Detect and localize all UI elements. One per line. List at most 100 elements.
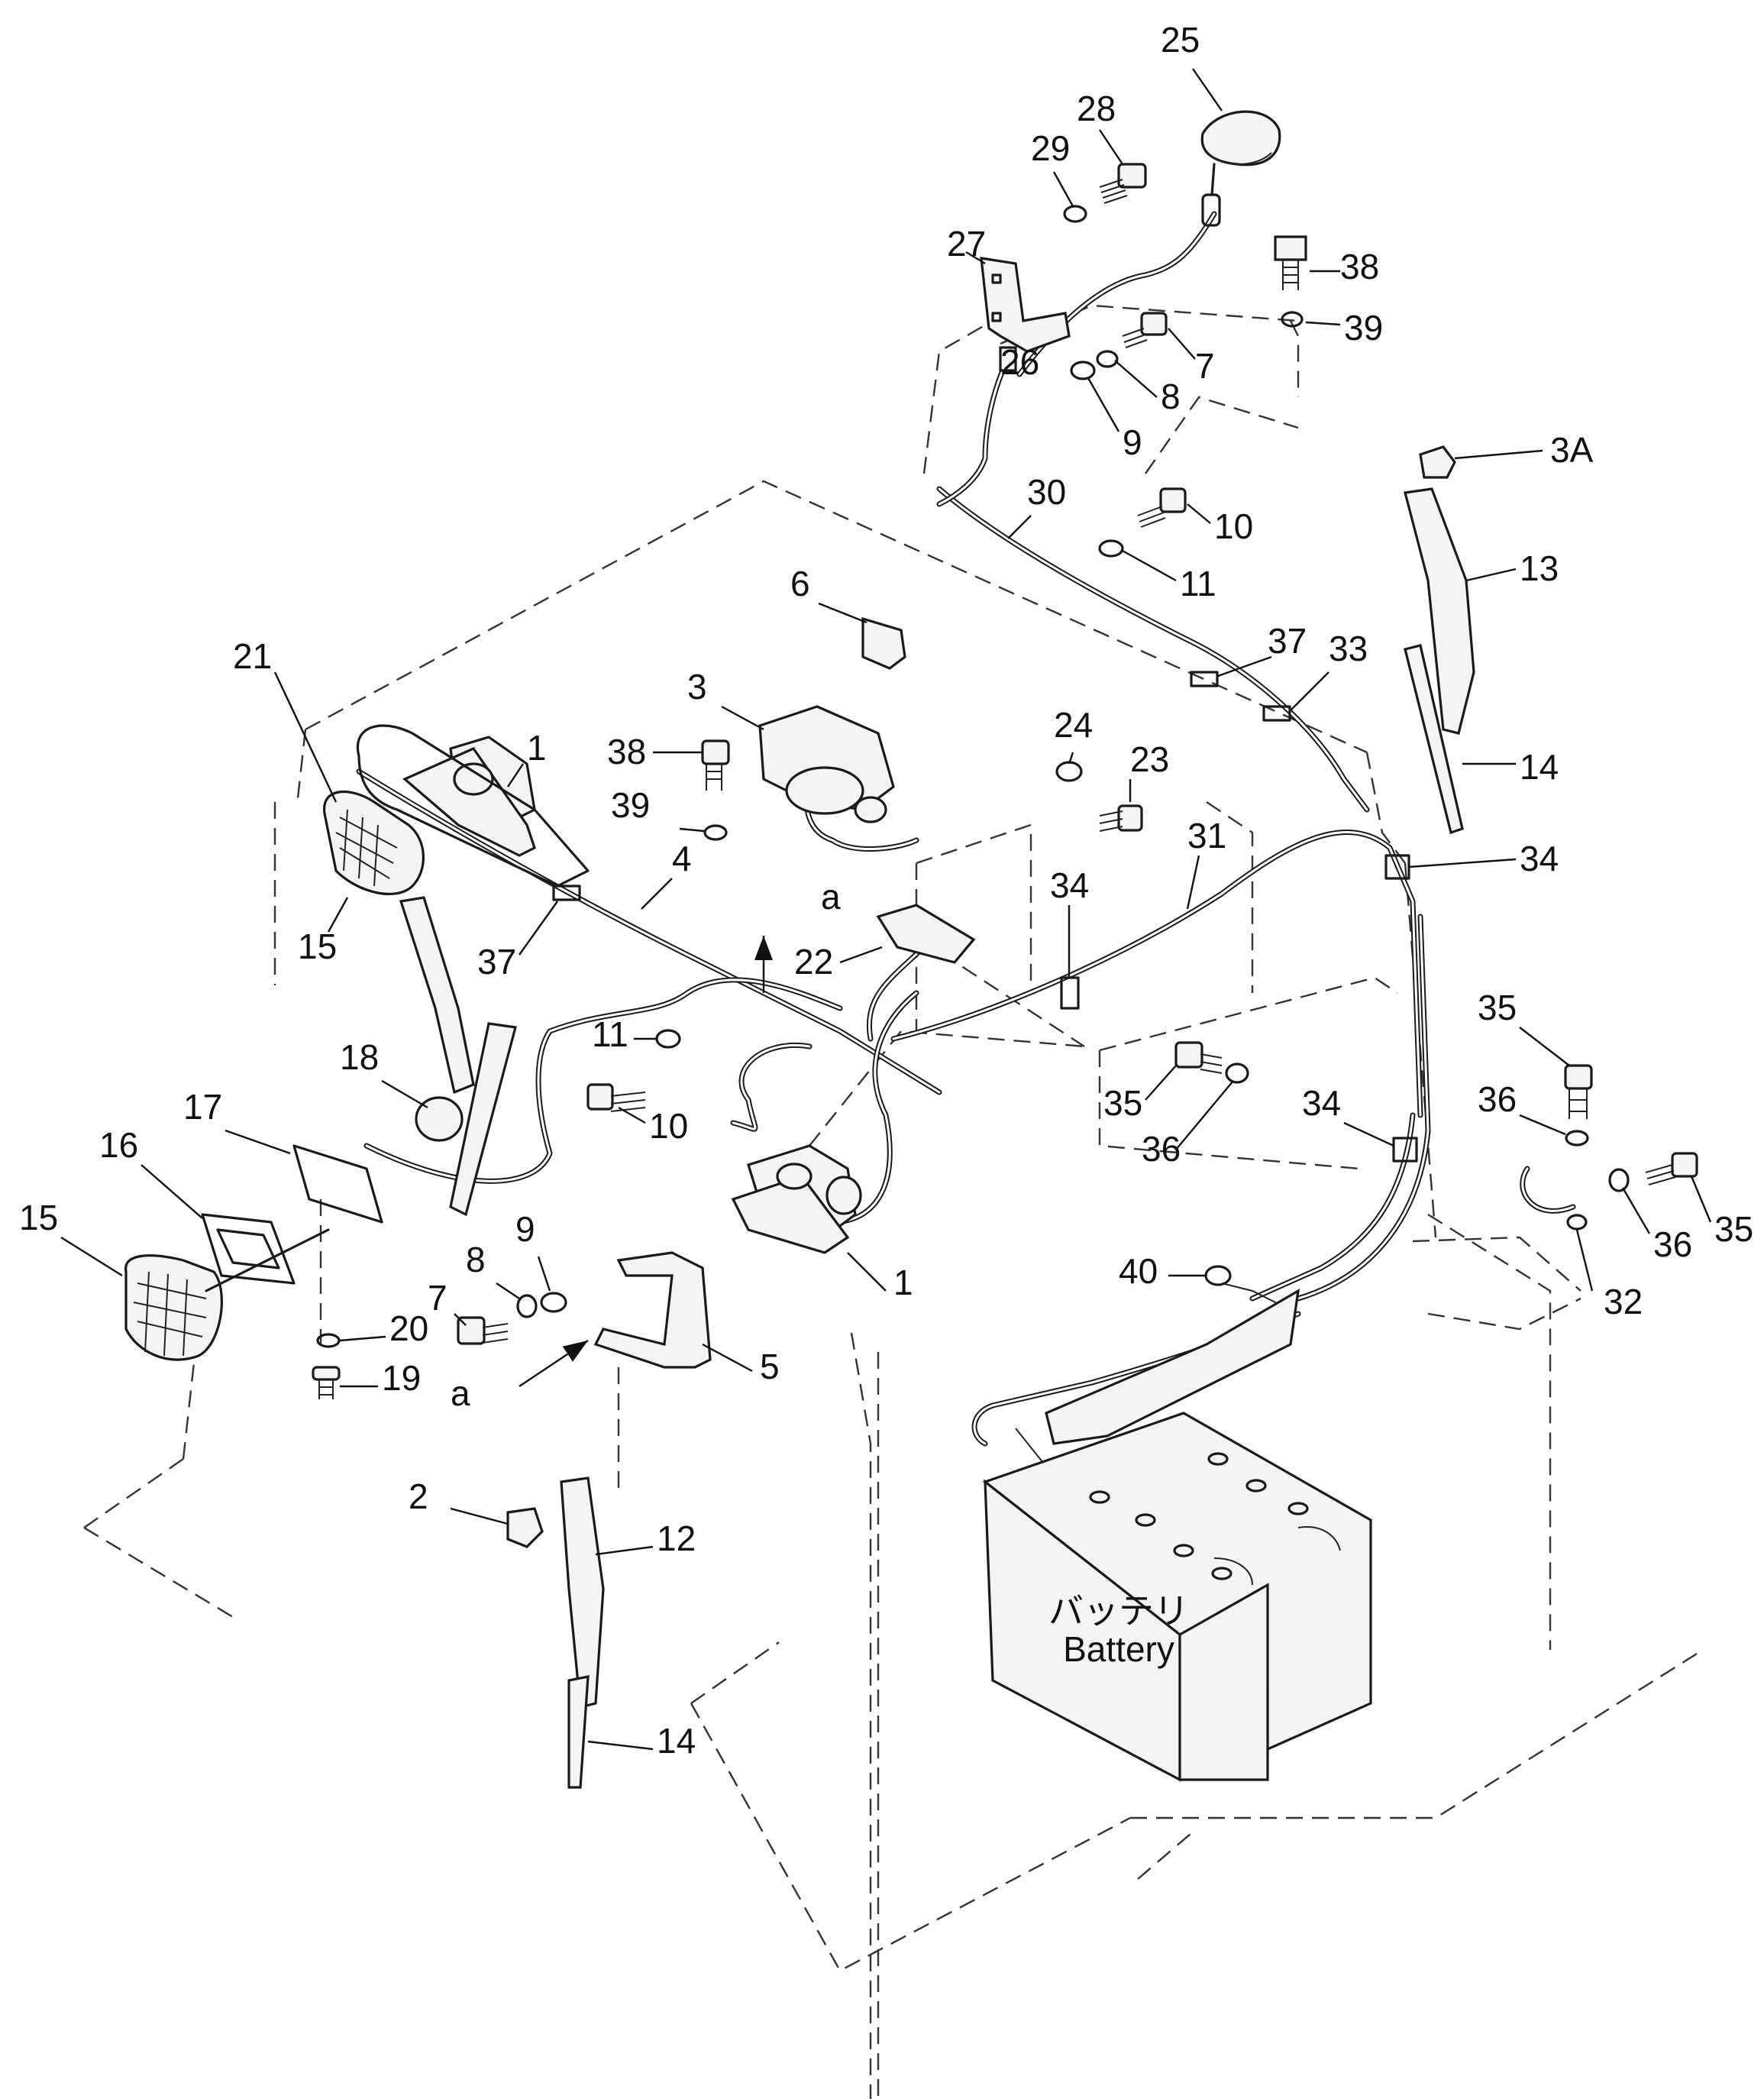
callout-c15a: 15 xyxy=(298,927,337,966)
callout-c7a: 7 xyxy=(1195,346,1215,386)
leader-line-c37b xyxy=(519,901,558,956)
callout-c14a: 14 xyxy=(1520,747,1559,787)
callout-c1b: 1 xyxy=(893,1263,913,1302)
washer-39-middle xyxy=(703,824,728,841)
washer-36-right xyxy=(1608,1168,1630,1192)
callout-c11b: 11 xyxy=(592,1014,628,1054)
leader-line-c33 xyxy=(1290,671,1329,711)
callout-c35b: 35 xyxy=(1103,1083,1142,1123)
wiper-blade-14-lower xyxy=(567,1675,590,1789)
leader-line-c10a xyxy=(1187,503,1211,524)
nut-2 xyxy=(506,1507,544,1548)
clip-34-lower xyxy=(1392,1137,1418,1163)
leader-line-c35b xyxy=(1145,1065,1177,1101)
washer-36-middle xyxy=(1225,1062,1249,1084)
leader-line-c9a xyxy=(1087,377,1120,432)
nut-3A xyxy=(1419,445,1456,479)
callout-c18: 18 xyxy=(340,1037,379,1077)
bracket-6 xyxy=(861,616,906,670)
leader-line-c8a xyxy=(1114,360,1158,398)
bolt-10-middle xyxy=(586,1083,646,1112)
bracket-27 xyxy=(980,257,1071,353)
leader-line-c11a xyxy=(1120,548,1177,582)
lamp-stem xyxy=(205,1228,330,1292)
callout-c34b: 34 xyxy=(1050,865,1089,905)
leader-line-c37a xyxy=(1217,655,1272,678)
callout-c9b: 9 xyxy=(515,1209,535,1249)
callout-c14b: 14 xyxy=(657,1721,696,1761)
callout-c28: 28 xyxy=(1077,89,1116,128)
leader-line-c31 xyxy=(1186,855,1200,910)
leader-line-c35c xyxy=(1690,1176,1712,1223)
leader-line-c12 xyxy=(595,1545,654,1556)
bolt-28 xyxy=(1099,163,1147,204)
callout-c10b: 10 xyxy=(649,1106,688,1146)
callout-c10a: 10 xyxy=(1214,506,1253,546)
callout-c38a: 38 xyxy=(1340,247,1379,286)
washer-39-upper xyxy=(1281,311,1304,328)
callout-c19: 19 xyxy=(382,1358,421,1398)
callout-c23: 23 xyxy=(1130,739,1169,779)
callout-c8b: 8 xyxy=(466,1240,486,1279)
leader-line-c29 xyxy=(1052,171,1074,207)
leader-line-c30 xyxy=(1007,515,1032,539)
leader-line-c18 xyxy=(381,1079,428,1109)
leader-line-c6 xyxy=(818,602,867,624)
callout-c39a: 39 xyxy=(1344,308,1383,348)
callout-c36a: 36 xyxy=(1478,1079,1517,1119)
leader-line-c14b xyxy=(587,1740,654,1751)
leader-line-c8b xyxy=(496,1282,520,1299)
bolt-35-right xyxy=(1645,1152,1698,1185)
leader-line-c36b xyxy=(1175,1080,1234,1150)
leader-line-c16 xyxy=(141,1164,203,1219)
leader-line-c4 xyxy=(641,878,673,910)
leader-line-c13 xyxy=(1465,568,1517,582)
leader-line-c17 xyxy=(225,1129,291,1155)
terminal-32 xyxy=(1566,1214,1588,1231)
callout-c25: 25 xyxy=(1161,20,1200,60)
washer-20 xyxy=(316,1333,341,1348)
clip-37-upper xyxy=(1190,671,1219,687)
gasket-16 xyxy=(201,1213,296,1285)
leader-line-c10b xyxy=(618,1106,646,1124)
leader-line-c1b xyxy=(847,1252,887,1292)
callout-c31: 31 xyxy=(1187,816,1226,855)
callout-c6: 6 xyxy=(790,564,810,603)
callout-c16: 16 xyxy=(99,1125,138,1165)
callout-c8a: 8 xyxy=(1161,377,1181,416)
leader-line-c35a xyxy=(1519,1027,1570,1066)
leader-line-c27 xyxy=(965,251,986,265)
section-arrowhead-sa2 xyxy=(562,1341,588,1362)
callout-c39b: 39 xyxy=(611,785,650,825)
callout-c36c: 36 xyxy=(1653,1224,1692,1264)
leader-line-c24 xyxy=(1068,752,1074,765)
section-arrowhead-sa1 xyxy=(754,936,773,960)
callout-c17: 17 xyxy=(183,1087,222,1127)
callout-c32: 32 xyxy=(1604,1282,1643,1321)
callout-c33: 33 xyxy=(1329,629,1368,668)
leader-line-c3A xyxy=(1454,449,1543,460)
wiper-blade-14-right xyxy=(1404,644,1464,835)
callout-c36b: 36 xyxy=(1142,1129,1181,1169)
leader-line-c22 xyxy=(839,946,883,964)
bolt-38-upper xyxy=(1274,235,1307,290)
wiper-motor-1-lower xyxy=(731,1144,862,1254)
callout-c37a: 37 xyxy=(1268,621,1307,661)
washer-8-upper xyxy=(1096,350,1119,368)
callout-c13: 13 xyxy=(1520,548,1559,588)
callout-c40: 40 xyxy=(1119,1251,1158,1291)
callout-c5: 5 xyxy=(760,1347,780,1386)
callout-c11a: 11 xyxy=(1180,564,1216,603)
callout-c35a: 35 xyxy=(1478,988,1517,1027)
callout-c27: 27 xyxy=(947,224,986,264)
callout-c3A: 3A xyxy=(1550,430,1594,470)
bolt-23 xyxy=(1099,804,1143,832)
battery-label-jp: バッテリ xyxy=(1048,1591,1189,1631)
leader-line-c3 xyxy=(721,705,764,731)
clamp-18 xyxy=(415,1096,464,1142)
callout-c9a: 9 xyxy=(1123,422,1142,462)
callout-c34c: 34 xyxy=(1302,1083,1341,1123)
gasket-16-inner xyxy=(216,1228,280,1269)
